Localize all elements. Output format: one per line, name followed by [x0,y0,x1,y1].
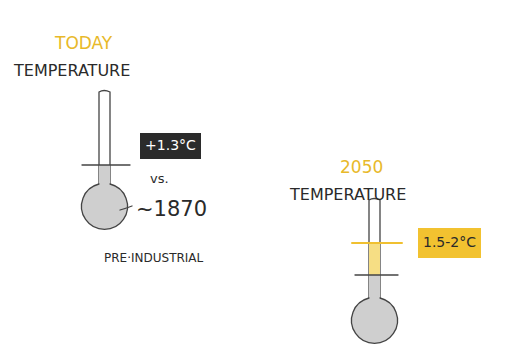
mercury-fill [82,165,128,229]
value-text: +1.3°C [145,138,196,153]
heading-temperature: TEMPERATURE [14,62,130,80]
heading-year: 2050 [340,158,383,177]
bulb-outline [82,184,128,229]
value-text: 1.5-2°C [423,235,476,250]
heading-temperature: TEMPERATURE [290,186,406,204]
mercury-fill [351,275,397,343]
value-box: 1.5-2°C [418,228,481,258]
bulb-outline [351,298,397,343]
versus-note: vs. [150,172,169,186]
value-box: +1.3°C [140,133,201,159]
target-tick [352,242,402,244]
heading-today: TODAY [55,34,112,53]
level-tick [82,164,130,165]
year-label: ~1870 [136,198,207,221]
level-tick [355,274,398,275]
leader-line [120,206,132,210]
era-label: PRE·INDUSTRIAL [104,252,203,265]
rise-fill [369,243,380,275]
